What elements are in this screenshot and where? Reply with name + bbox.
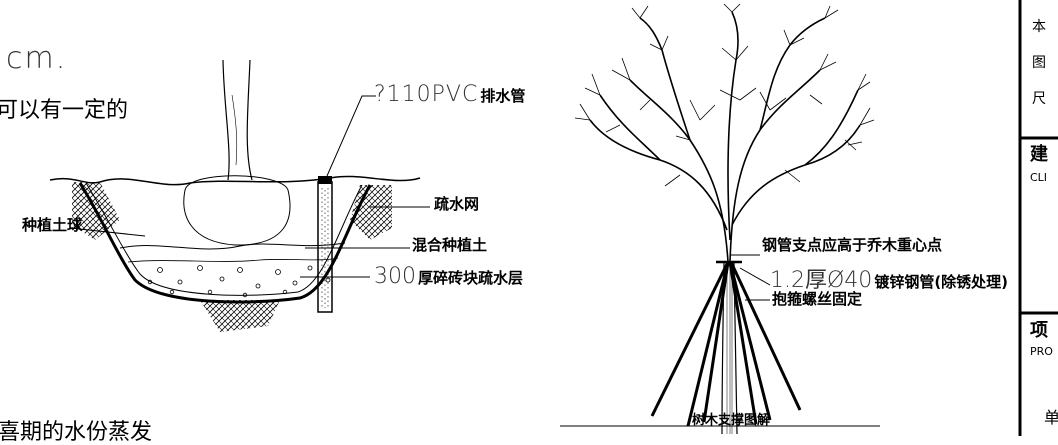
drawing-canvas <box>49 0 1058 436</box>
note-line-2: 可以有一定的 <box>0 98 129 123</box>
tree-support-diagram <box>560 3 880 435</box>
root-ball-label: 种植土球 <box>22 216 83 234</box>
drain-net-label: 疏水网 <box>434 195 480 213</box>
hoop-label: 抱箍螺丝固定 <box>772 290 863 308</box>
support-pole <box>728 261 758 425</box>
title-block-frame <box>1018 0 1058 436</box>
title-build-en: CLI <box>1030 171 1048 184</box>
title-row-2: 图 <box>1032 55 1046 71</box>
planting-pit-diagram <box>49 59 430 332</box>
support-pole <box>686 261 730 427</box>
gravel-dots <box>147 265 331 298</box>
support-pole <box>650 261 730 417</box>
title-project: 项 <box>1030 320 1048 341</box>
support-pole <box>702 261 730 423</box>
support-pole <box>729 261 802 411</box>
title-row-3: 尺 <box>1032 91 1046 107</box>
root-ball <box>183 175 291 246</box>
title-project-en: PRO <box>1030 345 1053 358</box>
pvc-drain-pipe <box>317 181 333 313</box>
note-line-cm: cm. <box>6 41 68 76</box>
earth-hatch-bottom <box>200 300 280 332</box>
title-build: 建 <box>1030 144 1048 165</box>
support-point-label: 钢管支点应高于乔木重心点 <box>762 236 943 254</box>
mixed-soil-label: 混合种植土 <box>412 236 488 254</box>
tree-support-caption: 树木支撑图解 <box>692 413 771 428</box>
title-bottom: 单 <box>1044 408 1058 427</box>
pit-outline <box>78 182 372 304</box>
support-pole <box>728 261 772 421</box>
earth-hatch-right <box>350 185 392 240</box>
earth-hatch-left <box>72 182 120 240</box>
title-row-1: 本 <box>1032 19 1046 35</box>
